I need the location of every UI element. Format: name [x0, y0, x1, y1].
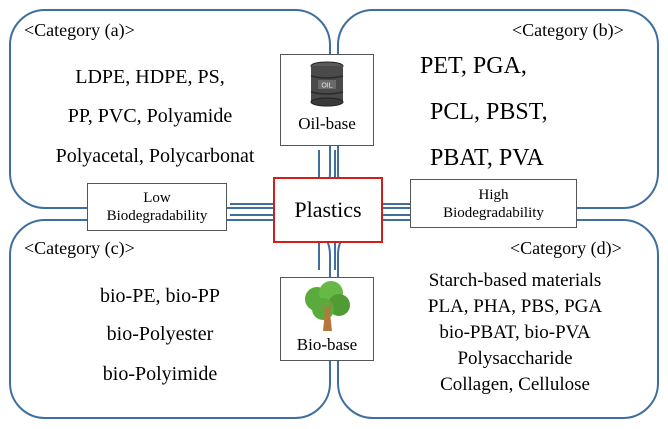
category-d-line-2: PLA, PHA, PBS, PGA [427, 296, 603, 317]
category-c-line-3: bio-Polyimide [102, 363, 218, 385]
category-d-panel [337, 219, 659, 419]
high-biodegradability-box: High Biodegradability [410, 179, 577, 228]
bio-base-box: Bio-base [280, 277, 374, 361]
high-label-line-2: Biodegradability [443, 205, 544, 221]
category-d-title: <Category (d)> [510, 238, 622, 258]
bio-base-label: Bio-base [296, 335, 358, 354]
category-a-panel [9, 9, 331, 209]
oil-barrel-icon: OIL [310, 61, 344, 107]
category-d-line-4: Polysaccharide [457, 348, 573, 369]
category-b-title: <Category (b)> [512, 20, 624, 40]
category-a-title: <Category (a)> [24, 20, 135, 40]
category-c-panel [9, 219, 331, 419]
category-c-line-2: bio-Polyester [106, 323, 214, 345]
category-b-panel [337, 9, 659, 209]
category-c-title: <Category (c)> [24, 238, 135, 258]
low-label-line-1: Low [143, 190, 171, 206]
oil-base-box: OIL Oil-base [280, 54, 374, 146]
category-c-line-1: bio-PE, bio-PP [99, 285, 221, 307]
category-a-line-3: Polyacetal, Polycarbonat [55, 145, 255, 167]
category-a-line-1: LDPE, HDPE, PS, [75, 66, 225, 88]
plastics-center-box: Plastics [273, 177, 383, 243]
oil-barrel-text: OIL [321, 83, 332, 90]
category-b-line-3: PBAT, PVA [430, 145, 544, 171]
category-b-line-2: PCL, PBST, [430, 99, 548, 125]
category-b-line-1: PET, PGA, [420, 53, 527, 79]
category-d-line-3: bio-PBAT, bio-PVA [439, 322, 591, 343]
tree-icon [305, 281, 350, 331]
oil-base-label: Oil-base [298, 114, 356, 133]
plastics-label: Plastics [294, 197, 362, 222]
low-biodegradability-box: Low Biodegradability [87, 183, 227, 231]
high-label-line-1: High [478, 187, 509, 203]
category-d-line-5: Collagen, Cellulose [440, 374, 590, 395]
category-a-line-2: PP, PVC, Polyamide [67, 105, 233, 127]
category-d-line-1: Starch-based materials [428, 270, 602, 291]
low-label-line-2: Biodegradability [106, 208, 208, 224]
